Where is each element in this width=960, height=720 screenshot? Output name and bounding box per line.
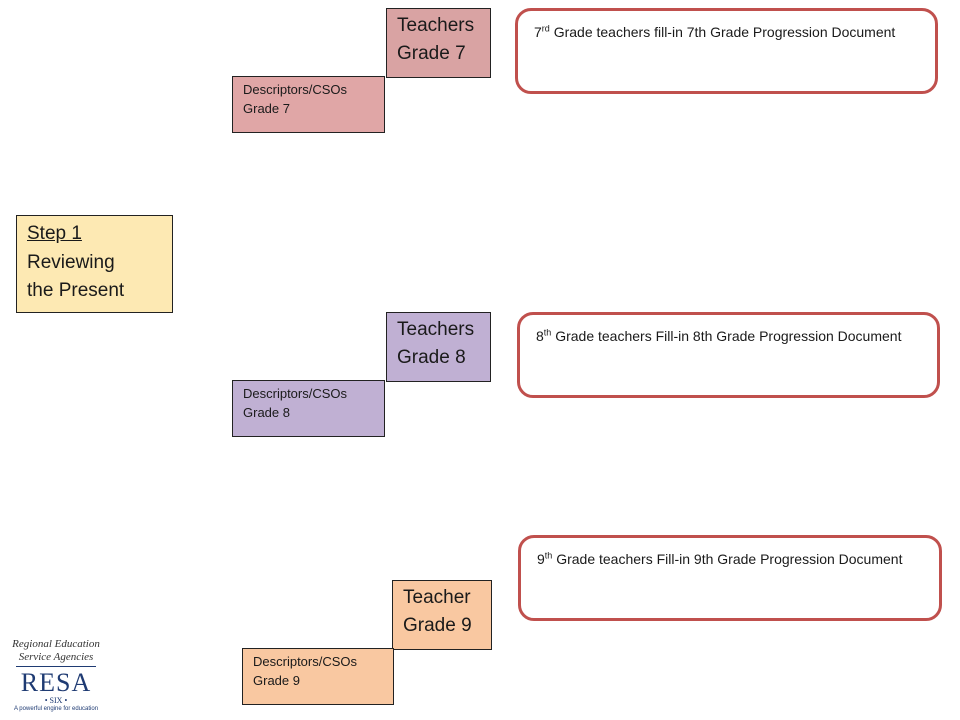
logo-region: • SIX •	[44, 696, 68, 706]
note-grade-9-text: Grade teachers Fill-in 9th Grade Progres…	[552, 551, 903, 567]
teachers-grade-8-box: Teachers Grade 8	[386, 312, 491, 382]
logo-tagline: A powerful engine for education	[13, 705, 99, 712]
step-1-box: Step 1 Reviewing the Present	[16, 215, 173, 313]
logo-line-1: Regional Education	[12, 638, 100, 650]
teachers-grade-8-line-1: Teachers	[397, 319, 475, 340]
logo-line-2: Service Agencies	[18, 650, 94, 663]
step-label: Step 1	[27, 223, 82, 244]
note-grade-7-number: 7	[534, 24, 542, 40]
descriptors-grade-8-line-1: Descriptors/CSOs	[243, 386, 348, 401]
note-grade-8-text: Grade teachers Fill-in 8th Grade Progres…	[551, 328, 902, 344]
note-grade-9: 9th Grade teachers Fill-in 9th Grade Pro…	[518, 535, 942, 621]
step-line-2: Reviewing	[27, 251, 115, 273]
note-grade-7: 7rd Grade teachers fill-in 7th Grade Pro…	[515, 8, 938, 94]
teachers-grade-8-line-2: Grade 8	[397, 346, 466, 368]
teachers-grade-7-line-2: Grade 7	[397, 42, 466, 64]
note-grade-9-ordinal: th	[544, 550, 553, 561]
logo-name: RESA	[20, 668, 92, 698]
descriptors-grade-9-box: Descriptors/CSOs Grade 9	[242, 648, 394, 705]
descriptors-grade-7-line-2: Grade 7	[243, 100, 290, 116]
descriptors-grade-8-box: Descriptors/CSOs Grade 8	[232, 380, 385, 437]
descriptors-grade-9-line-2: Grade 9	[253, 672, 300, 688]
logo-divider	[16, 666, 96, 668]
teachers-grade-7-box: Teachers Grade 7	[386, 8, 491, 78]
note-grade-7-text: Grade teachers fill-in 7th Grade Progres…	[549, 24, 896, 40]
descriptors-grade-7-line-1: Descriptors/CSOs	[243, 82, 348, 97]
note-grade-8-number: 8	[536, 328, 544, 344]
step-line-3: the Present	[27, 280, 125, 301]
teacher-grade-9-line-1: Teacher	[403, 587, 471, 608]
resa-logo: Regional Education Service Agencies RESA…	[10, 638, 102, 716]
teacher-grade-9-box: Teacher Grade 9	[392, 580, 492, 650]
teacher-grade-9-line-2: Grade 9	[403, 614, 472, 636]
descriptors-grade-8-line-2: Grade 8	[243, 404, 290, 420]
note-grade-7-ordinal: rd	[541, 23, 550, 34]
descriptors-grade-9-line-1: Descriptors/CSOs	[253, 654, 358, 669]
teachers-grade-7-line-1: Teachers	[397, 15, 475, 36]
note-grade-8: 8th Grade teachers Fill-in 8th Grade Pro…	[517, 312, 940, 398]
note-grade-9-number: 9	[537, 551, 545, 567]
note-grade-8-ordinal: th	[543, 327, 552, 338]
descriptors-grade-7-box: Descriptors/CSOs Grade 7	[232, 76, 385, 133]
